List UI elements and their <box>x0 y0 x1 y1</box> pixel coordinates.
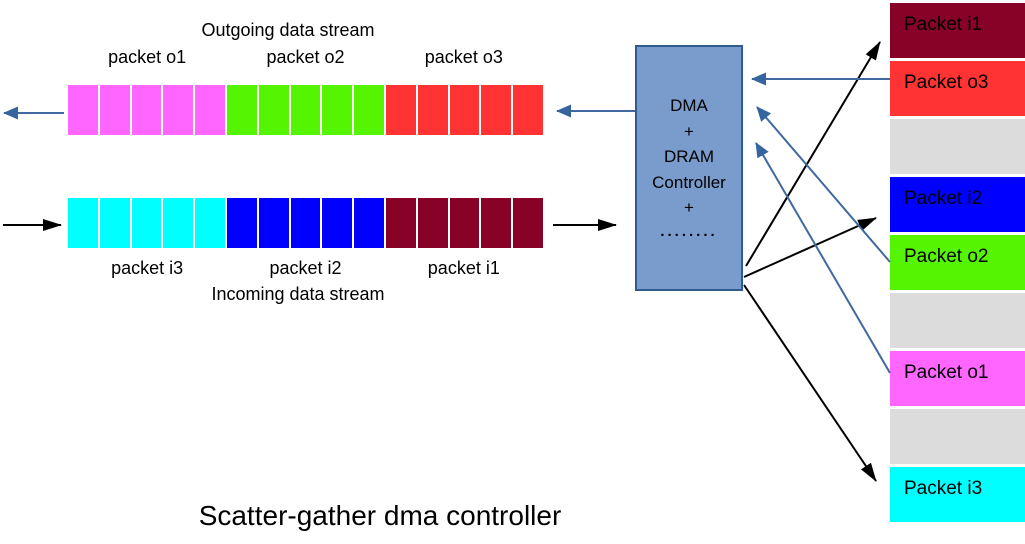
packet-o1-label: packet o1 <box>108 47 187 67</box>
stream-cell <box>131 198 162 248</box>
packet-o1-segment <box>68 85 225 135</box>
incoming-packet-labels: packet i3 packet i2 packet i1 <box>68 258 543 279</box>
controller-line: + <box>684 198 694 217</box>
arrow-dma-to-mem-packet-i2 <box>743 217 877 278</box>
stream-cell <box>99 85 130 135</box>
packet-i1-segment <box>386 198 543 248</box>
stream-cell <box>322 198 353 248</box>
controller-line: + <box>684 121 694 141</box>
stream-cell <box>258 198 289 248</box>
arrow-dma-to-mem-packet-i1 <box>745 41 881 267</box>
incoming-stream-bar <box>68 198 543 248</box>
stream-cell <box>386 85 416 135</box>
mem-block-free <box>890 293 1025 348</box>
controller-line: Controller <box>652 172 726 192</box>
packet-i3-segment <box>68 198 225 248</box>
stream-cell <box>68 85 98 135</box>
stream-cell <box>449 198 480 248</box>
incoming-stream-title: Incoming data stream <box>211 284 385 304</box>
mem-block-free <box>890 409 1025 464</box>
stream-cell <box>99 198 130 248</box>
stream-cell <box>195 198 225 248</box>
outgoing-stream-bar <box>68 85 543 135</box>
arrow-mem-packet-o2-to-dma <box>756 106 891 263</box>
outgoing-stream-title: Outgoing data stream <box>201 20 375 40</box>
diagram-title: Scatter-gather dma controller <box>198 500 562 531</box>
packet-o3-segment <box>386 85 543 135</box>
controller-line: DRAM <box>663 147 715 166</box>
mem-block-packet-o3: Packet o3 <box>890 61 1025 116</box>
stream-cell <box>481 85 512 135</box>
stream-cell <box>513 85 543 135</box>
outgoing-packet-labels: packet o1 packet o2 packet o3 <box>68 47 543 68</box>
packet-i2-label: packet i2 <box>269 258 342 278</box>
mem-block-packet-i1: Packet i1 <box>890 3 1025 58</box>
packet-o2-segment <box>227 85 384 135</box>
stream-cell <box>290 198 321 248</box>
stream-cell <box>513 198 543 248</box>
stream-cell <box>227 85 257 135</box>
dma-dram-controller-box: DMA + DRAM Controller + ........ <box>635 45 743 291</box>
controller-ellipsis: ........ <box>660 222 718 240</box>
controller-line: DMA <box>670 96 708 115</box>
stream-cell <box>386 198 416 248</box>
stream-cell <box>417 85 448 135</box>
packet-o2-label: packet o2 <box>266 47 345 67</box>
mem-block-packet-i3: Packet i3 <box>890 467 1025 522</box>
packet-o3-label: packet o3 <box>424 47 503 67</box>
packet-i3-label: packet i3 <box>111 258 184 278</box>
mem-block-free <box>890 119 1025 174</box>
mem-block-packet-i2: Packet i2 <box>890 177 1025 232</box>
stream-cell <box>354 85 384 135</box>
stream-cell <box>195 85 225 135</box>
mem-block-packet-o1: Packet o1 <box>890 351 1025 406</box>
mem-block-packet-o2: Packet o2 <box>890 235 1025 290</box>
packet-i2-segment <box>227 198 384 248</box>
stream-cell <box>290 85 321 135</box>
arrow-mem-packet-o1-to-dma <box>755 142 891 374</box>
stream-cell <box>163 198 194 248</box>
stream-cell <box>131 85 162 135</box>
stream-cell <box>481 198 512 248</box>
arrow-dma-to-mem-packet-i3 <box>743 284 877 482</box>
stream-cell <box>322 85 353 135</box>
stream-cell <box>68 198 98 248</box>
stream-cell <box>417 198 448 248</box>
stream-cell <box>258 85 289 135</box>
packet-i1-label: packet i1 <box>427 258 500 278</box>
stream-cell <box>449 85 480 135</box>
stream-cell <box>163 85 194 135</box>
stream-cell <box>227 198 257 248</box>
stream-cell <box>354 198 384 248</box>
